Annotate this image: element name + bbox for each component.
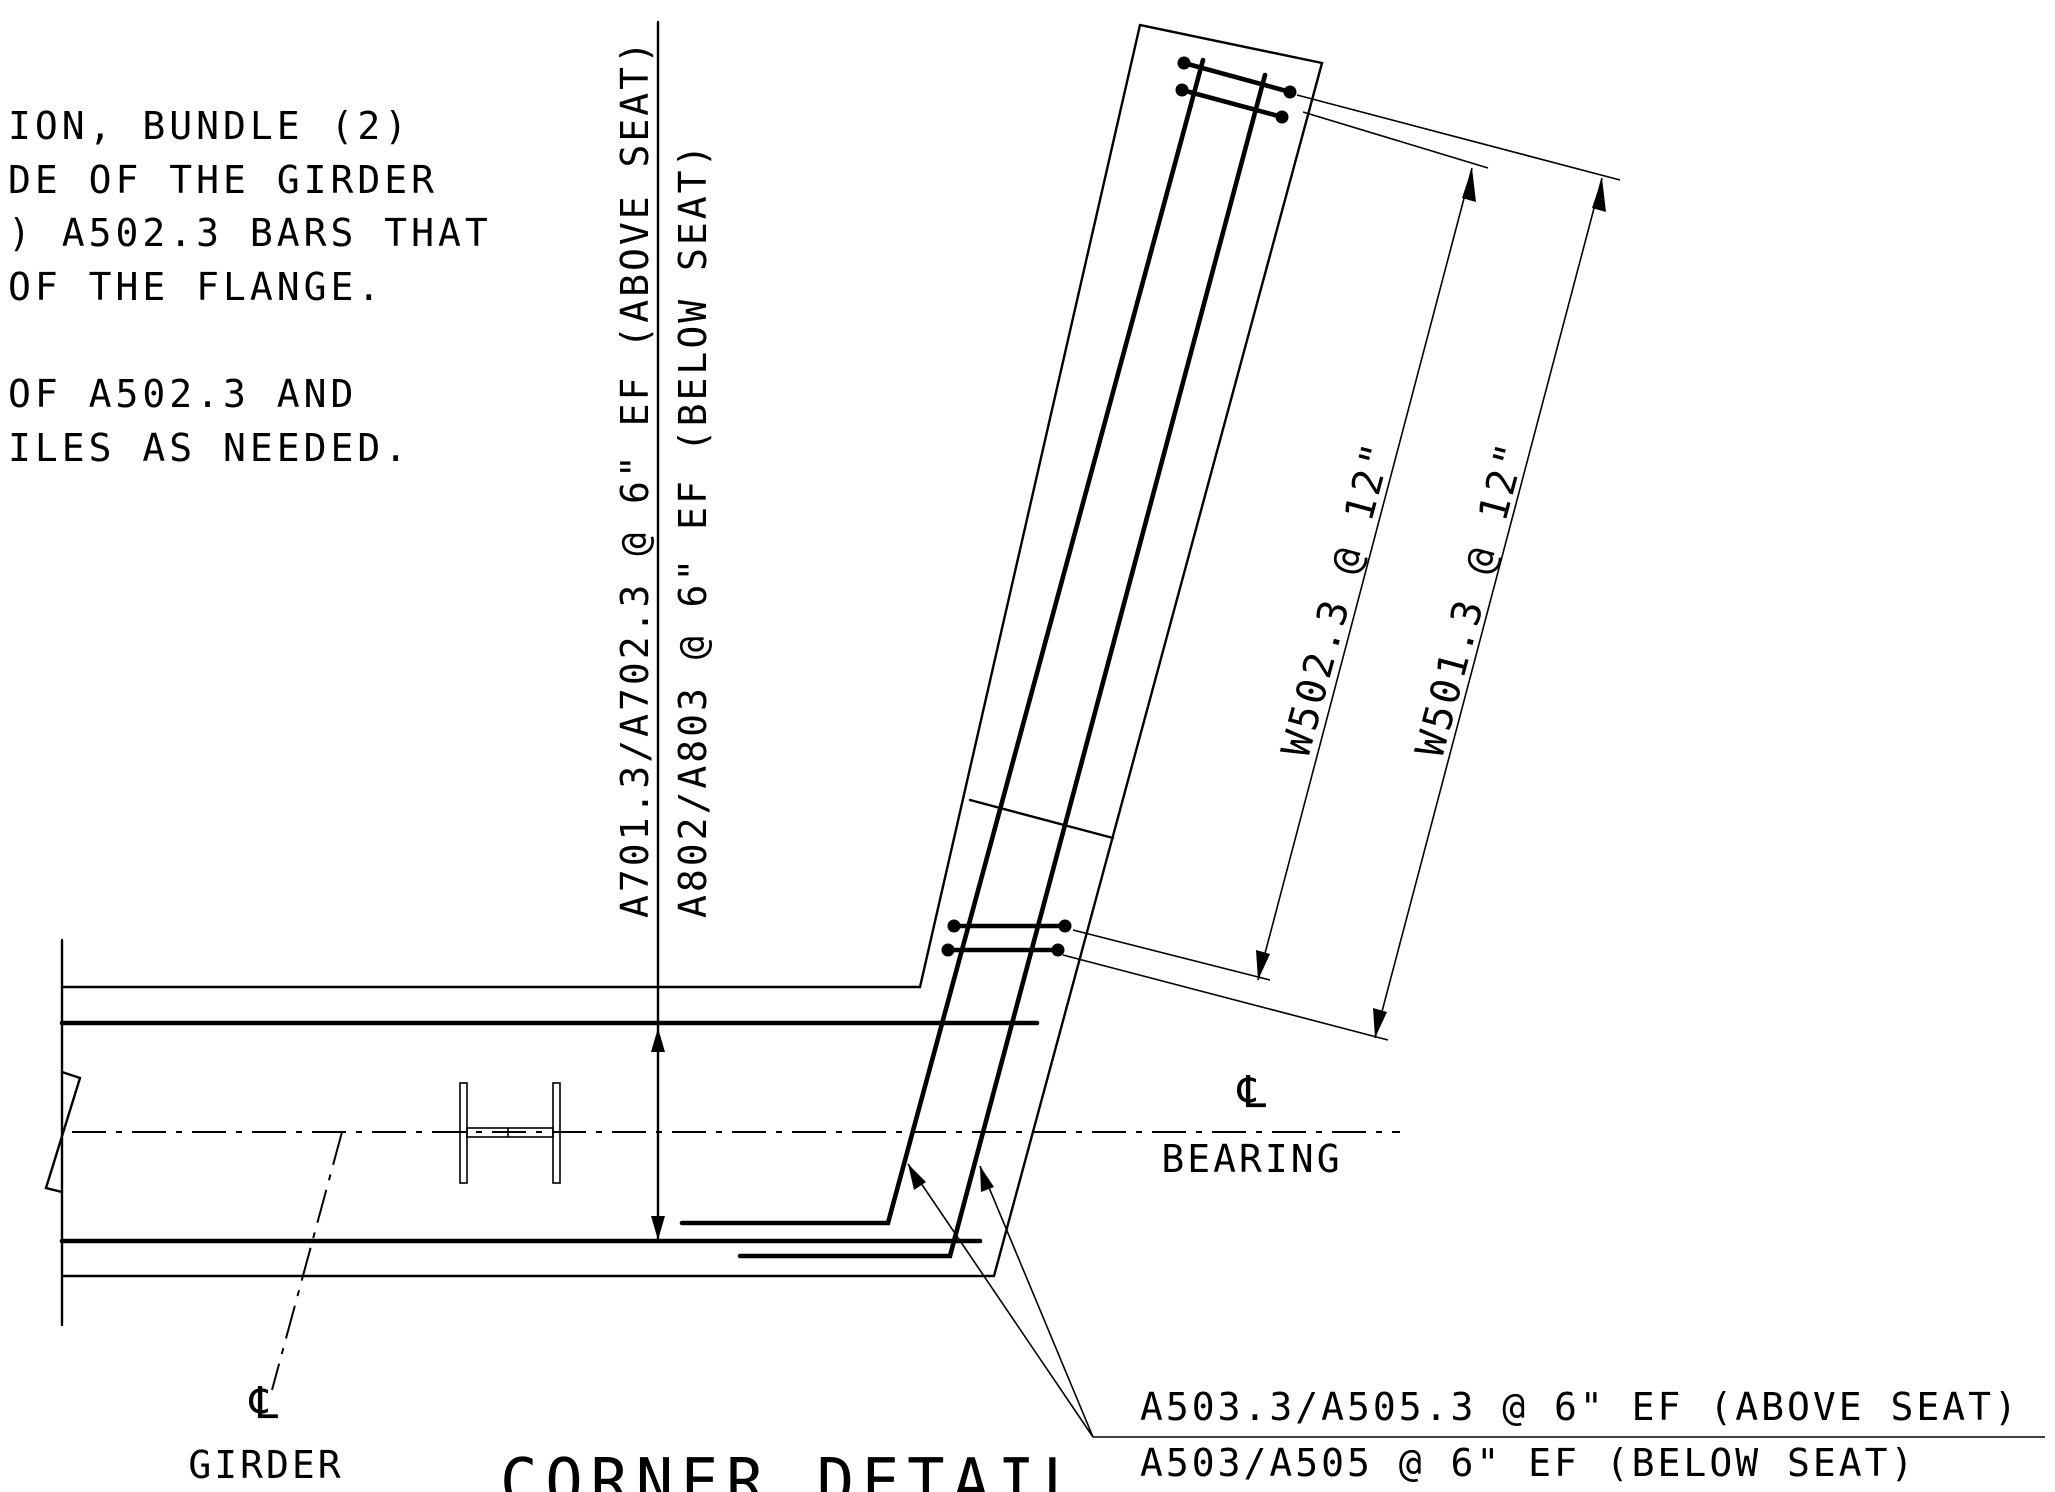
girder-cl-symbol: ℄ bbox=[249, 1378, 279, 1429]
vertical-bar-labels: A701.3/A702.3 @ 6" EF (ABOVE SEAT) A802/… bbox=[613, 38, 715, 918]
concrete-outline bbox=[44, 23, 1324, 1327]
note-line-5: OF A502.3 AND bbox=[8, 372, 357, 416]
girder-label: GIRDER bbox=[188, 1443, 343, 1487]
bar-callout-leaders bbox=[907, 1163, 2045, 1438]
label-w501: W501.3 @ 12" bbox=[1407, 436, 1536, 762]
bar-callout-text: A503.3/A505.3 @ 6" EF (ABOVE SEAT) A503/… bbox=[1140, 1385, 2020, 1485]
note-line-3: ) A502.3 BARS THAT bbox=[8, 211, 492, 255]
callout-below-seat: A503/A505 @ 6" EF (BELOW SEAT) bbox=[1140, 1441, 1916, 1485]
bearing-label: BEARING bbox=[1161, 1137, 1342, 1181]
note-line-4: OF THE FLANGE. bbox=[8, 265, 384, 309]
girder-centerline: ℄ GIRDER bbox=[188, 1131, 343, 1487]
label-vertical-above-seat: A701.3/A702.3 @ 6" EF (ABOVE SEAT) bbox=[613, 38, 657, 918]
callout-above-seat: A503.3/A505.3 @ 6" EF (ABOVE SEAT) bbox=[1140, 1385, 2020, 1429]
label-vertical-below-seat: A802/A803 @ 6" EF (BELOW SEAT) bbox=[671, 142, 715, 918]
note-line-2: DE OF THE GIRDER bbox=[8, 158, 438, 202]
vertical-dimension-line bbox=[651, 20, 665, 1242]
general-notes: ION, BUNDLE (2) DE OF THE GIRDER ) A502.… bbox=[8, 104, 492, 470]
note-line-1: ION, BUNDLE (2) bbox=[8, 104, 411, 148]
dimension-w502: W502.3 @ 12" bbox=[1072, 111, 1489, 981]
note-line-6: ILES AS NEEDED. bbox=[8, 426, 411, 470]
bearing-cl-symbol: ℄ bbox=[1237, 1067, 1267, 1118]
label-w502: W502.3 @ 12" bbox=[1273, 436, 1402, 762]
drawing-title: CORNER DETAIL bbox=[500, 1446, 1088, 1492]
bearing-centerline: ℄ BEARING bbox=[72, 1067, 1400, 1181]
rebar-bars bbox=[59, 56, 1297, 1259]
